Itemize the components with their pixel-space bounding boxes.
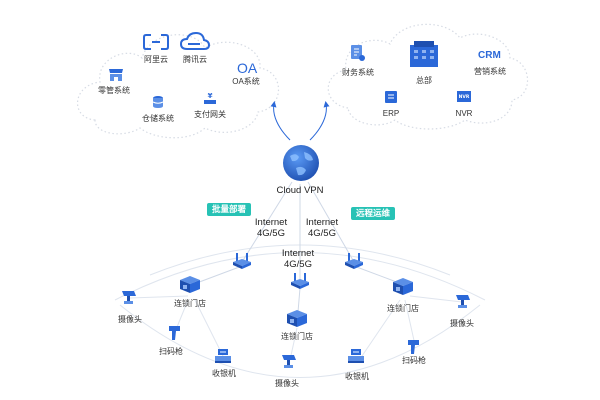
store-icon <box>393 278 413 295</box>
oa-logo: OA <box>237 60 258 76</box>
camera-icon <box>282 355 296 368</box>
erp-icon <box>385 91 397 103</box>
line-center-store-camera <box>289 327 298 361</box>
retail-store-icon <box>109 69 123 81</box>
barcode-scanner-icon <box>408 340 419 354</box>
aliyun-label: 阿里云 <box>144 55 168 64</box>
erp-label: ERP <box>382 109 400 118</box>
tencent-label: 腾讯云 <box>183 55 207 64</box>
marketing-system-label: 营销系统 <box>474 67 506 76</box>
camera-icon <box>122 291 136 304</box>
right-scanner-label: 扫码枪 <box>402 356 426 365</box>
finance-system-label: 财务系统 <box>342 68 374 77</box>
right-store-label: 连锁门店 <box>387 304 419 313</box>
cloud-vpn-label: Cloud VPN <box>276 185 324 196</box>
line-right-store-scanner <box>404 299 416 346</box>
router-icon <box>345 253 363 269</box>
nvr-label: NVR <box>455 109 473 118</box>
right-cloud-outline <box>327 23 529 130</box>
right-pos-label: 收银机 <box>345 372 369 381</box>
remote-ops-tag: 远程运维 <box>351 207 396 221</box>
database-icon <box>152 96 164 108</box>
svg-text:NVR: NVR <box>459 94 470 100</box>
aliyun-logo-icon <box>143 34 169 50</box>
center-store-label: 连锁门店 <box>281 332 313 341</box>
line-right-store-pos <box>361 299 401 357</box>
headquarters-label: 总部 <box>416 76 432 85</box>
payment-gateway-icon: ¥ <box>204 92 216 104</box>
globe-vpn-icon <box>283 145 319 181</box>
crm-logo: CRM <box>478 50 501 61</box>
store-icon <box>287 310 307 327</box>
line-left-store-camera <box>129 295 189 299</box>
finance-document-icon <box>351 45 365 61</box>
internet-label-middle: Internet 4G/5G <box>281 248 315 270</box>
camera-icon <box>456 295 470 308</box>
outer-arc-bottom <box>119 304 481 378</box>
headquarters-building-icon <box>410 41 438 67</box>
left-pos-label: 收银机 <box>212 369 236 378</box>
warehouse-system-label: 仓储系统 <box>142 114 174 123</box>
line-vpn-left <box>241 181 293 263</box>
left-store-label: 连锁门店 <box>174 299 206 308</box>
line-right-store-camera <box>409 295 463 303</box>
tencent-cloud-icon <box>180 32 210 50</box>
nvr-recorder-icon: NVR <box>457 91 471 102</box>
line-router-right-store <box>353 265 403 285</box>
left-scanner-label: 扫码枪 <box>159 347 183 356</box>
batch-deploy-tag: 批量部署 <box>207 203 252 217</box>
svg-text:¥: ¥ <box>208 92 213 100</box>
router-icon <box>233 253 251 269</box>
line-router-left-store <box>193 265 243 285</box>
internet-label-right: Internet 4G/5G <box>305 217 339 239</box>
internet-label-left: Internet 4G/5G <box>254 217 288 239</box>
store-icon <box>180 276 200 293</box>
router-icon <box>291 273 309 289</box>
line-vpn-right <box>307 181 355 263</box>
bottom-camera-label: 摄像头 <box>275 379 299 388</box>
arrow-to-left-cloud <box>270 101 291 141</box>
barcode-scanner-icon <box>169 326 180 340</box>
cash-register-icon <box>215 349 231 363</box>
cash-register-icon <box>348 349 364 363</box>
left-cloud-outline <box>77 34 280 139</box>
retail-system-label: 零管系统 <box>98 86 130 95</box>
arrow-to-right-cloud <box>309 101 330 141</box>
payment-gateway-label: 支付网关 <box>194 110 226 119</box>
oa-system-label: OA系统 <box>232 77 260 86</box>
left-camera-label: 摄像头 <box>118 315 142 324</box>
right-camera-label: 摄像头 <box>450 319 474 328</box>
line-router-center-store <box>297 287 301 313</box>
